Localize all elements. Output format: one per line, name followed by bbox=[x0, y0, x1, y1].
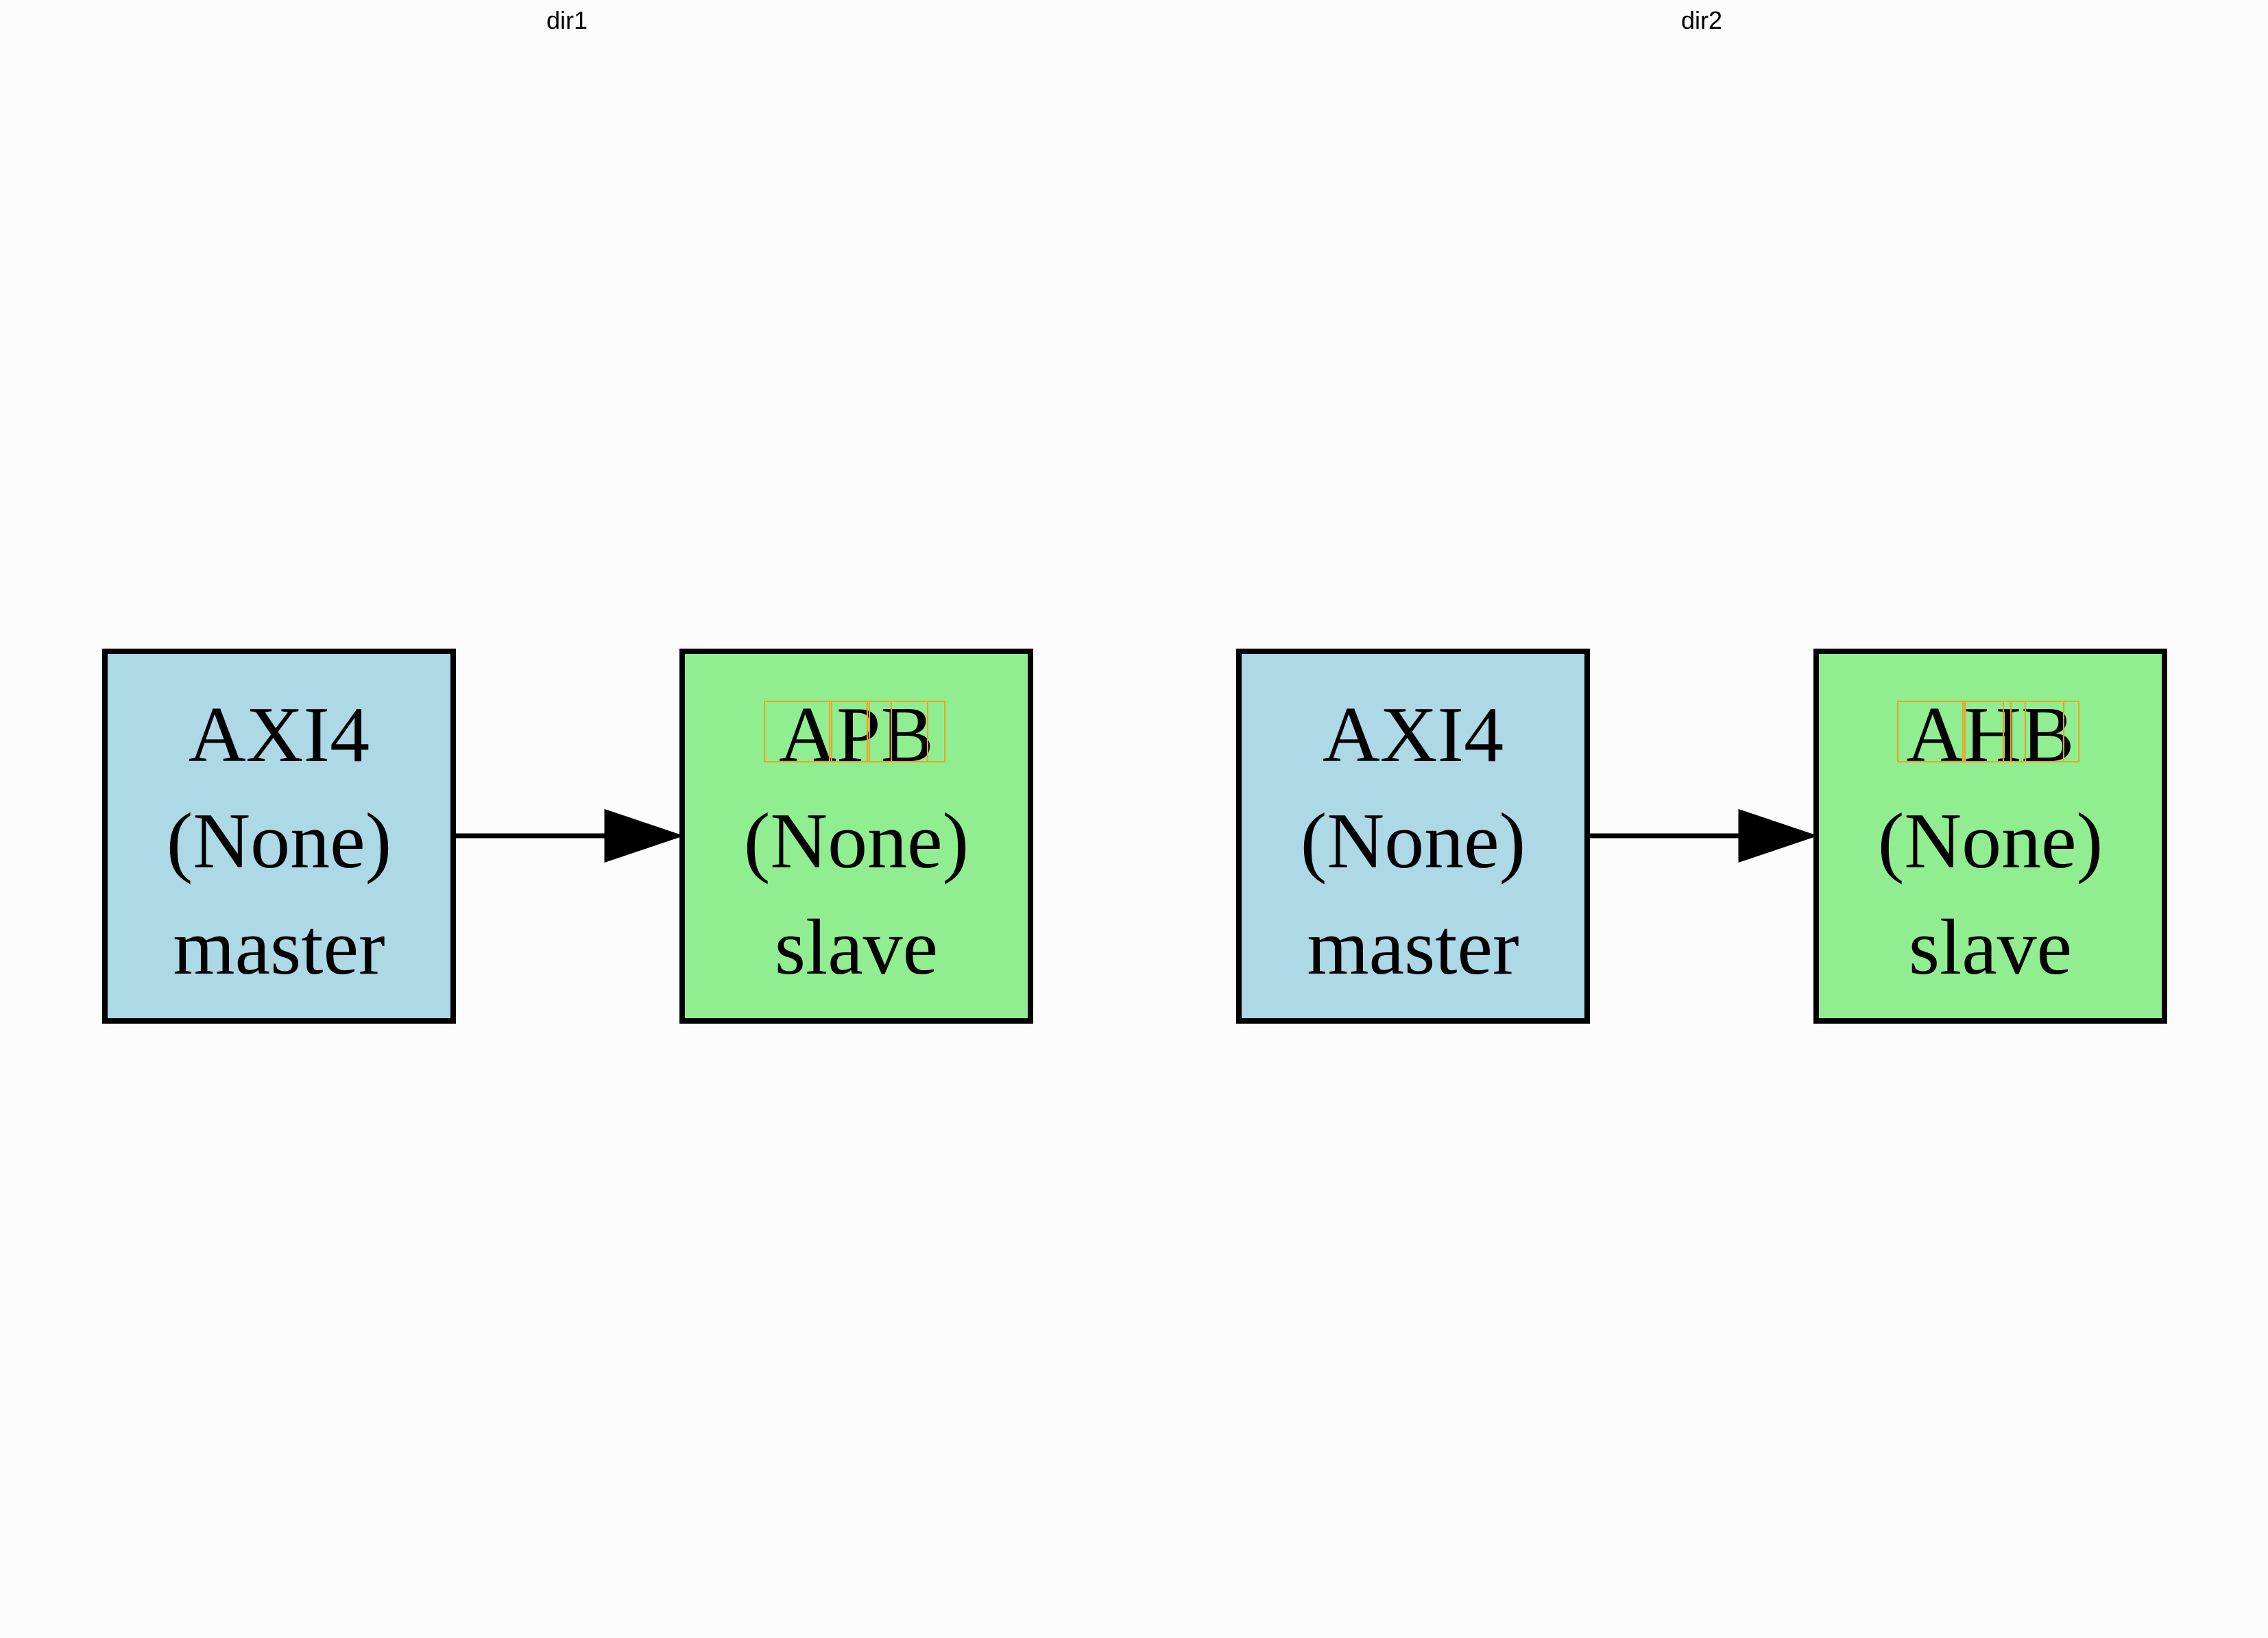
diagram-dir2: AXI4 (None) master AHB (None) slave bbox=[1236, 649, 2167, 1024]
node-label-line2: (None) bbox=[1878, 797, 2103, 885]
edge-master-to-slave bbox=[1587, 808, 1818, 863]
node-label-line2: (None) bbox=[167, 797, 392, 885]
node-label-line2: (None) bbox=[744, 797, 969, 885]
arrowhead-icon bbox=[1738, 808, 1818, 863]
node-label-line3: master bbox=[1307, 904, 1519, 991]
node-box-slave bbox=[679, 649, 1033, 1024]
glyph-highlight-boxes bbox=[1897, 701, 2079, 762]
glyph-box bbox=[764, 701, 832, 762]
node-master: AXI4 (None) master bbox=[102, 649, 456, 1024]
glyph-box bbox=[891, 701, 945, 762]
glyph-highlight-boxes bbox=[764, 701, 945, 762]
node-label-line2: (None) bbox=[1301, 797, 1526, 885]
node-label-line3: master bbox=[173, 904, 385, 991]
node-label-line3: slave bbox=[1909, 904, 2072, 991]
node-label-line3: slave bbox=[775, 904, 938, 991]
glyph-box bbox=[829, 701, 870, 762]
node-label-line1: AHB bbox=[1907, 691, 2075, 779]
panel-title: dir2 bbox=[1681, 6, 1723, 34]
node-label-line1: APB bbox=[779, 691, 934, 779]
glyph-box bbox=[1897, 701, 1966, 762]
node-slave: AHB (None) slave bbox=[1813, 649, 2167, 1024]
node-master: AXI4 (None) master bbox=[1236, 649, 1590, 1024]
node-label-line1: AXI4 bbox=[1323, 691, 1504, 779]
diagram-dir1: AXI4 (None) master APB (None) slave bbox=[102, 649, 1033, 1024]
node-label-line1: AXI4 bbox=[189, 691, 370, 779]
glyph-box bbox=[1962, 701, 2012, 762]
node-box-slave bbox=[1813, 649, 2167, 1024]
node-slave: APB (None) slave bbox=[679, 649, 1033, 1024]
node-box-master bbox=[102, 649, 456, 1024]
edge-master-to-slave bbox=[453, 808, 684, 863]
panel-dir1: dir1 AXI4 (None) master APB (None) slave bbox=[102, 6, 1033, 1024]
arrowhead-icon bbox=[604, 808, 684, 863]
panel-title: dir1 bbox=[546, 6, 588, 34]
panel-dir2: dir2 AXI4 (None) master AHB (None) slave bbox=[1134, 0, 2268, 1638]
glyph-box bbox=[2025, 701, 2079, 762]
